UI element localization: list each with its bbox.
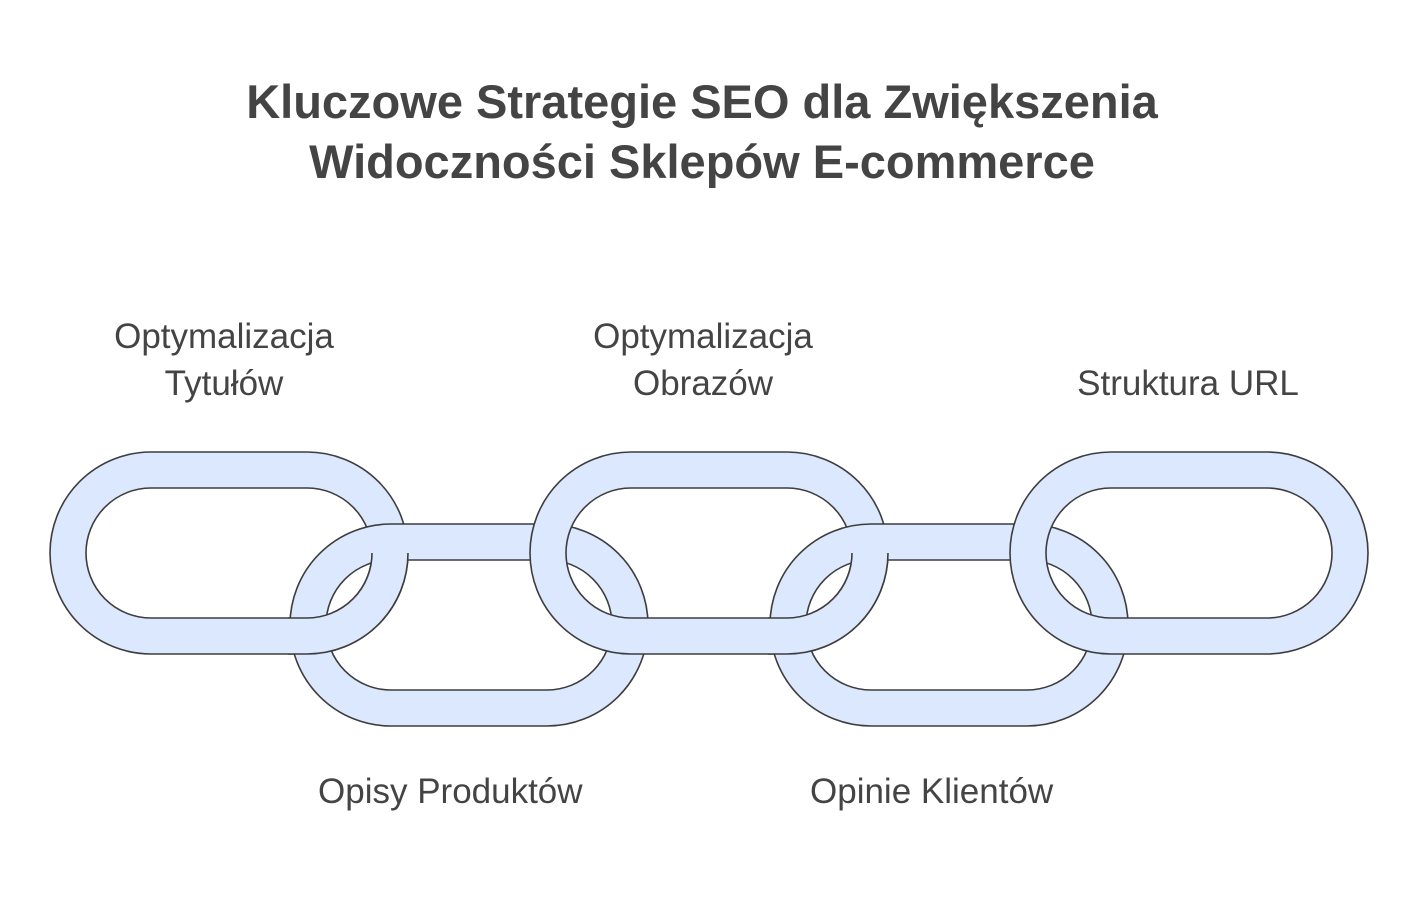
title-line-1: Kluczowe Strategie SEO dla Zwiększenia <box>246 75 1158 128</box>
link-label-struktura-url: Struktura URL <box>1077 364 1299 403</box>
link-label-optymalizacja-tytulow: Optymalizacja Tytułów <box>114 317 334 403</box>
chain-link-struktura-url <box>1009 451 1369 655</box>
chain-link-opinie-klientow <box>769 523 1129 727</box>
link-label-opisy-produktow: Opisy Produktów <box>318 772 583 811</box>
title-line-2: Widoczności Sklepów E-commerce <box>309 135 1095 188</box>
link-label-optymalizacja-obrazow: Optymalizacja Obrazów <box>593 317 813 403</box>
chain-link-overlap-optymalizacja-obrazow <box>768 553 889 655</box>
diagram-title: Kluczowe Strategie SEO dla Zwiększenia W… <box>0 72 1404 192</box>
chain-link-opisy-produktow <box>289 523 649 727</box>
chain-link-overlap-optymalizacja-tytulow <box>288 553 409 655</box>
link-label-opinie-klientow: Opinie Klientów <box>810 772 1054 811</box>
